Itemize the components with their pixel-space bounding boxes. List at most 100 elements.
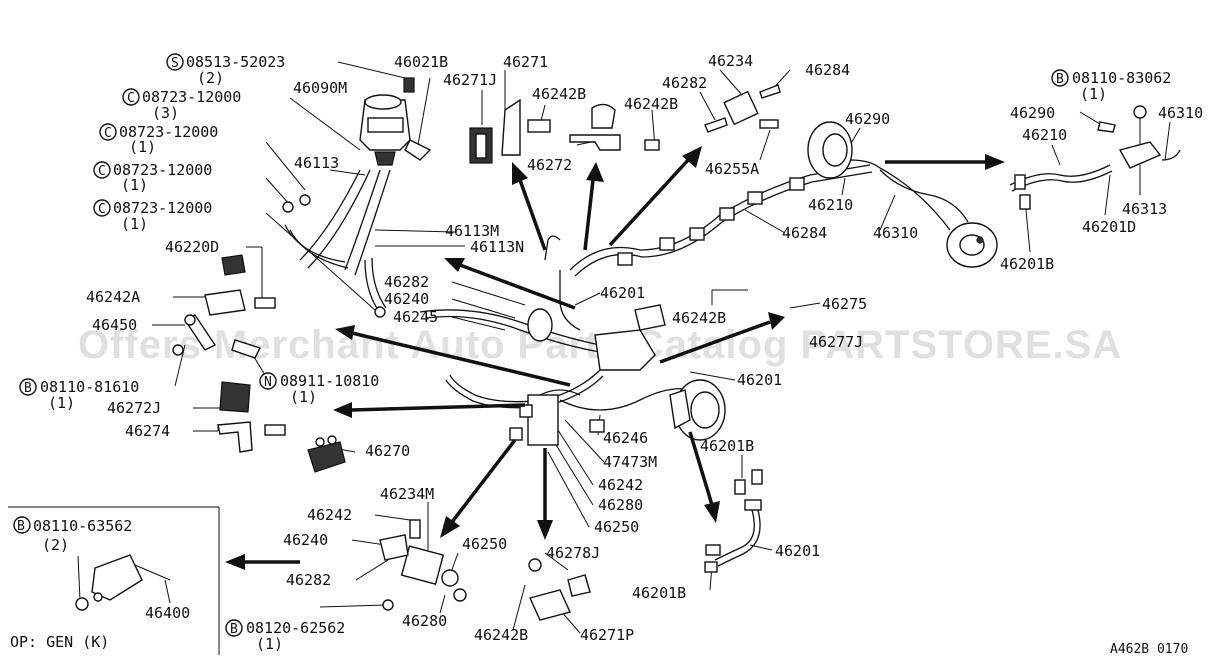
label-46250-bottom: 46250 [462,535,507,553]
label-46310-right: 46310 [1158,104,1203,122]
label-46210: 46210 [808,196,853,214]
label-46282-top: 46282 [662,74,707,92]
inset-note: OP: GEN (K) [10,633,109,651]
svg-text:B: B [230,622,238,637]
assembly-arrows [225,146,1005,570]
label-46201-disc: 46201 [737,371,782,389]
label-46113: 46113 [294,154,339,172]
label-46270: 46270 [365,442,410,460]
label-08110-83062: 08110-83062 [1072,69,1171,87]
svg-text:C: C [127,91,135,106]
svg-text:C: C [104,126,112,141]
label-46090M: 46090M [293,79,347,97]
label-46201-bottom: 46201 [775,542,820,560]
label-08110-81610-qty: (1) [48,394,75,412]
label-46242B-mid: 46242B [624,95,678,113]
junction-46234 [704,84,781,133]
label-46113M: 46113M [445,222,499,240]
rear-drum-hose [807,121,998,268]
label-46272J: 46272J [107,399,161,417]
reservoir-hoses [282,169,391,318]
label-46274: 46274 [125,422,170,440]
label-46201B-bottom: 46201B [632,584,686,602]
proportioning-valve [509,389,605,446]
label-46201D: 46201D [1082,218,1136,236]
label-08911-10810: 08911-10810 [280,372,379,390]
label-46280-center: 46280 [598,496,643,514]
label-46242-center: 46242 [598,476,643,494]
label-08723-c: 08723-12000 [113,161,212,179]
label-46290-right: 46290 [1010,104,1055,122]
label-08513-qty: (2) [197,69,224,87]
svg-text:S: S [171,56,179,71]
left-clamp-parts [172,254,286,453]
label-46242B-right: 46242B [672,309,726,327]
label-46272: 46272 [527,156,572,174]
label-46242A: 46242A [86,288,140,306]
label-46277J: 46277J [809,333,863,351]
bottom-valve-46234M [379,519,467,611]
label-46240-bottom: 46240 [283,531,328,549]
svg-text:B: B [1056,72,1064,87]
label-46250-center: 46250 [594,518,639,536]
label-46234M: 46234M [380,485,434,503]
label-08120-qty: (1) [256,635,283,653]
label-46240: 46240 [384,290,429,308]
label-46201B-disc: 46201B [700,437,754,455]
inset-part-46400: 46400 [145,604,190,622]
label-46220D: 46220D [165,238,219,256]
label-46290: 46290 [845,110,890,128]
bolt-b-symbol [13,516,31,534]
label-46313: 46313 [1122,200,1167,218]
label-46210-right: 46210 [1022,126,1067,144]
reservoir-assembly [359,77,432,166]
label-08110-83062-qty: (1) [1080,85,1107,103]
front-brake-disc [669,379,726,441]
diagram-code: A462B 0170 [1110,642,1188,657]
label-46282-bottom: 46282 [286,571,331,589]
label-46201B-right: 46201B [1000,255,1054,273]
label-46284-mid: 46284 [782,224,827,242]
label-46246: 46246 [603,429,648,447]
label-08723-d: 08723-12000 [113,199,212,217]
label-46271P: 46271P [580,626,634,644]
svg-text:N: N [264,375,272,390]
flex-hose-46201 [704,469,763,573]
svg-text:C: C [98,164,106,179]
label-08723-b: 08723-12000 [119,123,218,141]
inset-bolt-qty: (2) [42,536,69,554]
prefix-symbols: S C C C C B B N B [19,53,1069,637]
label-46255A: 46255A [705,160,759,178]
label-08911-qty: (1) [290,388,317,406]
label-46271: 46271 [503,53,548,71]
leader-lines [77,61,1171,634]
master-cylinder-lines [419,235,691,411]
label-08723-a-qty: (3) [152,104,179,122]
svg-text:C: C [98,202,106,217]
label-08120-62562: 08120-62562 [246,619,345,637]
label-46284-top: 46284 [805,61,850,79]
bottom-bracket-46271P [528,558,591,621]
label-46310: 46310 [873,224,918,242]
label-46282-mid: 46282 [384,273,429,291]
label-08513-52023: 08513-52023 [186,53,285,71]
label-46242B-top: 46242B [532,85,586,103]
label-08723-b-qty: (1) [129,138,156,156]
label-08110-81610: 08110-81610 [40,378,139,396]
brackets-top-center [469,98,660,164]
label-08723-c-qty: (1) [121,176,148,194]
label-46275: 46275 [822,295,867,313]
label-46201-center: 46201 [600,284,645,302]
label-46234: 46234 [708,52,753,70]
rear-brake-lines [569,164,873,277]
svg-text:B: B [24,381,32,396]
label-46242-bottom: 46242 [307,506,352,524]
junction-46270 [307,435,346,473]
label-46021B: 46021B [394,53,448,71]
label-08723-d-qty: (1) [121,215,148,233]
label-46245: 46245 [393,308,438,326]
label-46278J: 46278J [546,544,600,562]
label-47473M: 47473M [603,453,657,471]
bolt-b-letter: B [17,519,25,534]
